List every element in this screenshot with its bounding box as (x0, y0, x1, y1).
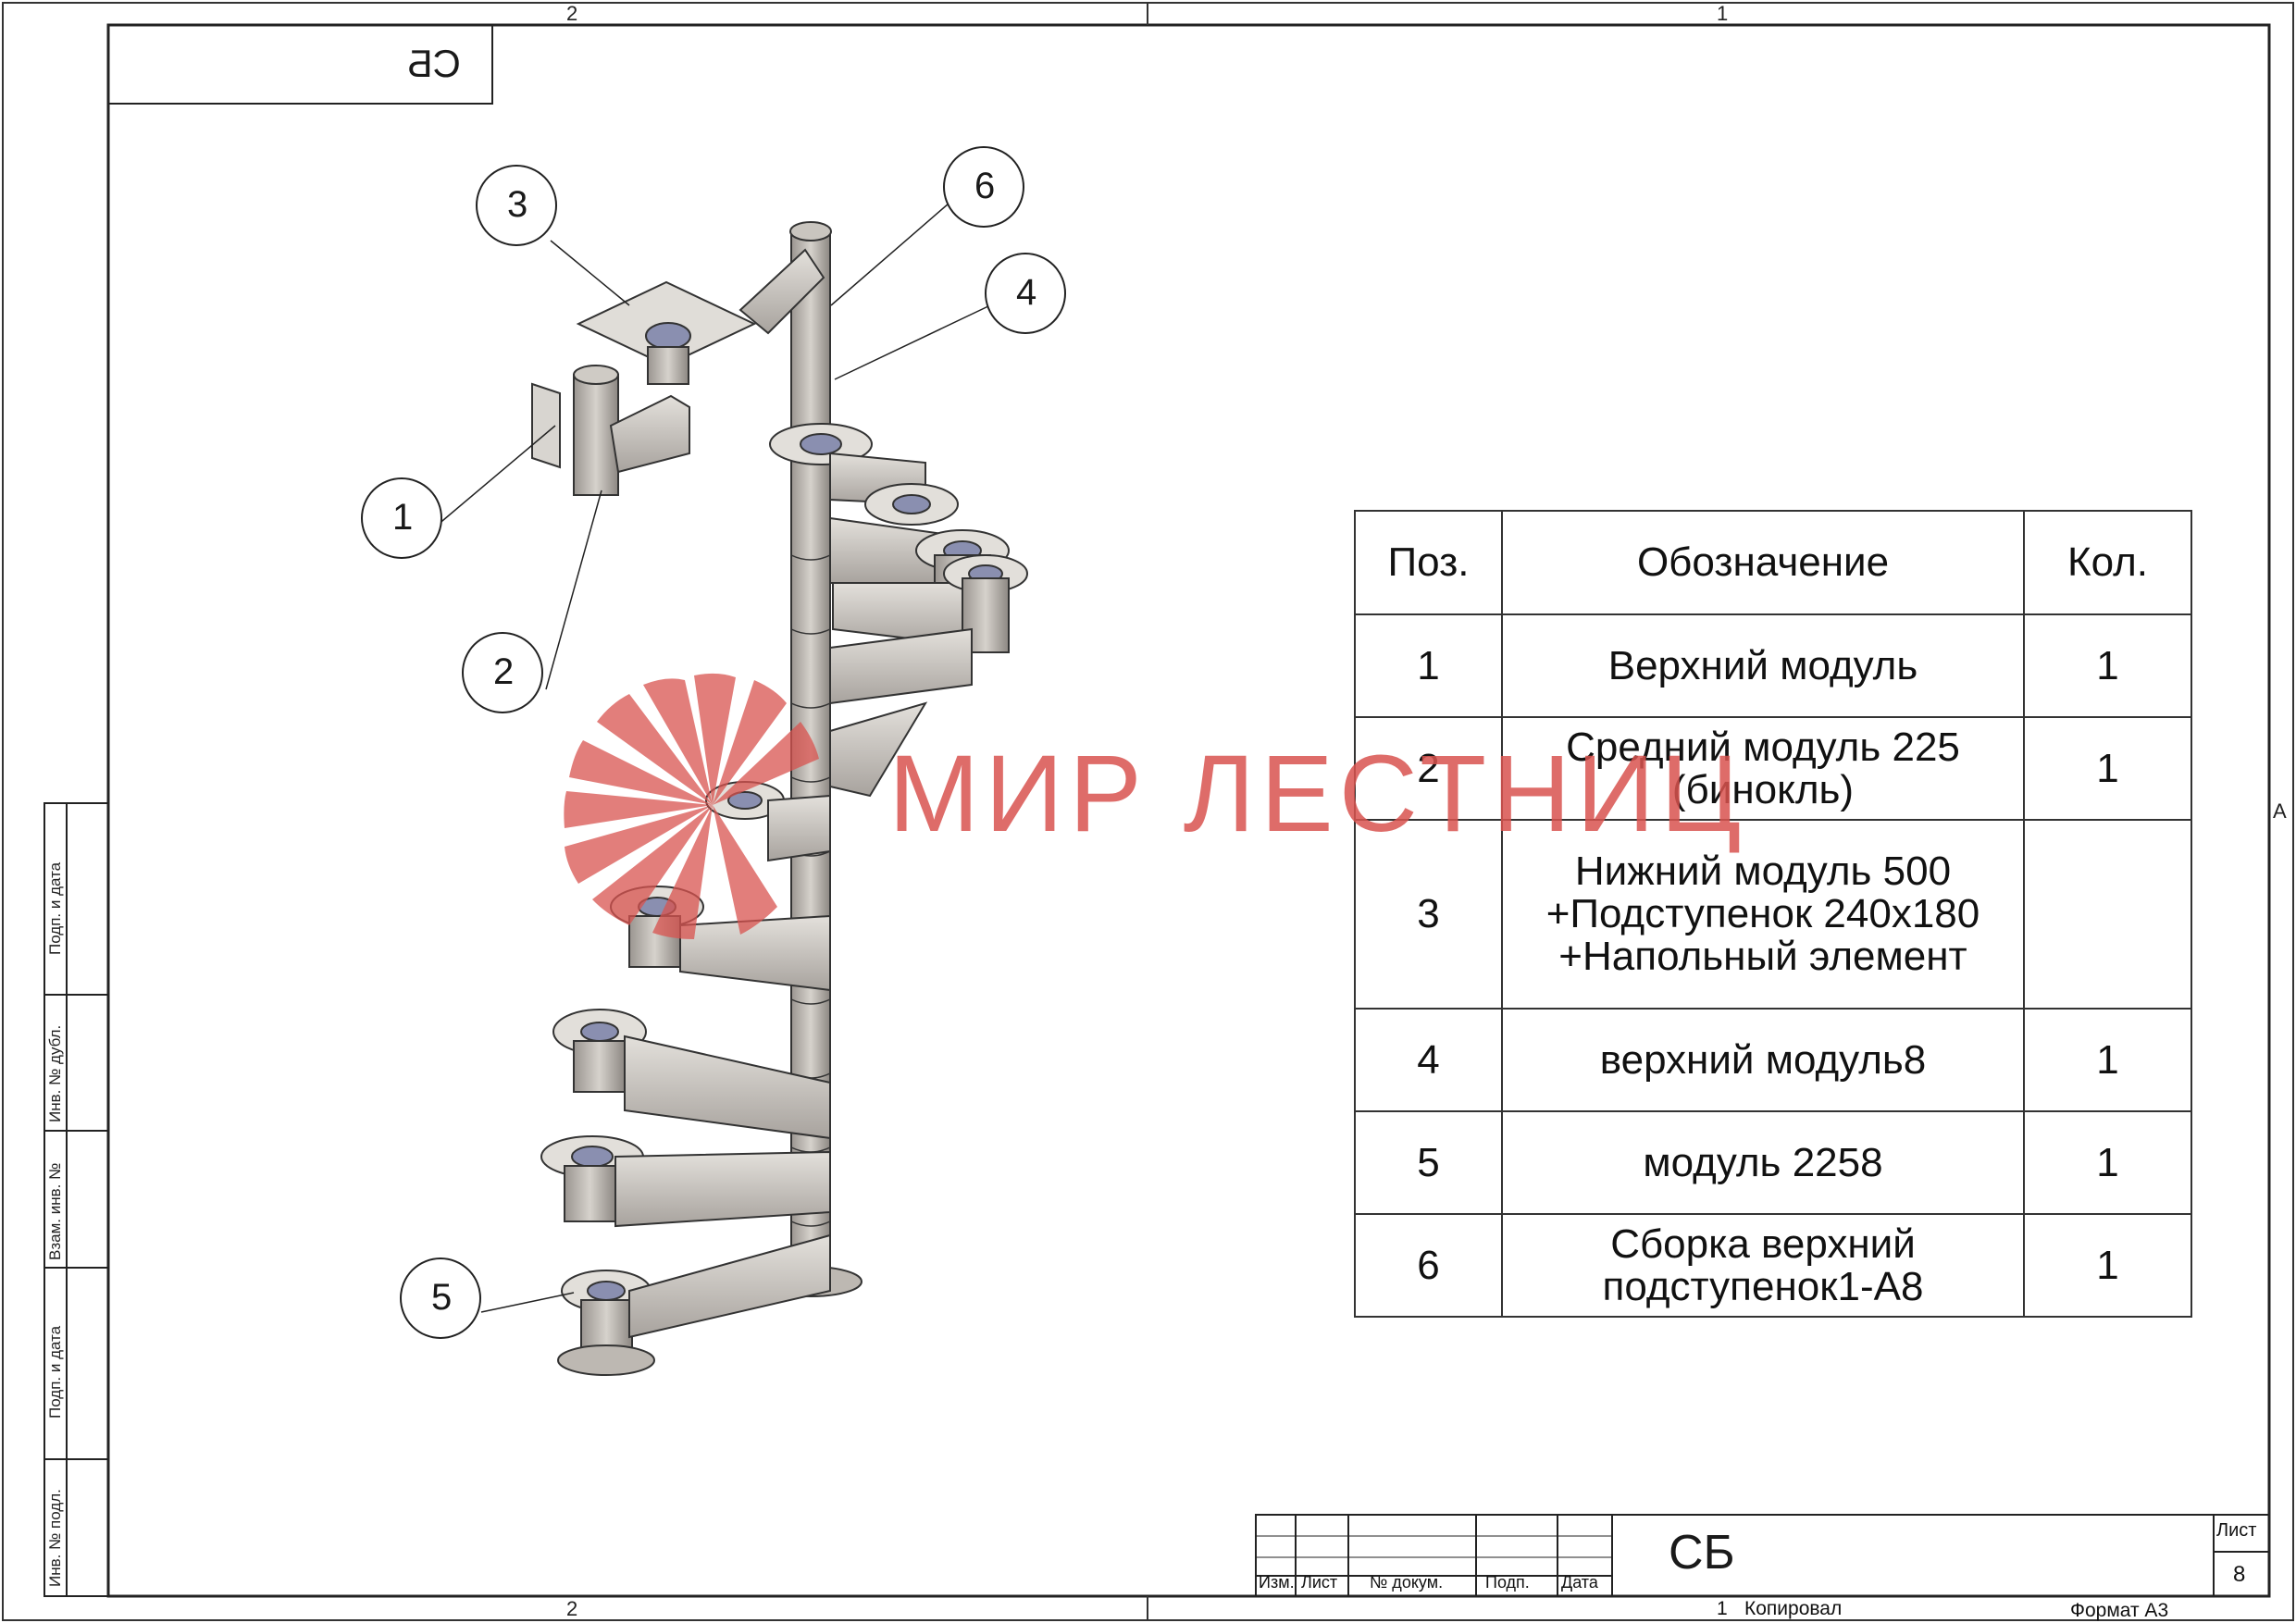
specification-table: Поз. Обозначение Кол. 1 Верхний модуль 1… (1354, 510, 2192, 1318)
right-zone-a: A (2273, 799, 2287, 823)
callout-5: 5 (431, 1277, 453, 1318)
table-row: 5 модуль 2258 1 (1354, 1110, 2192, 1215)
row-qty: 1 (2023, 1110, 2192, 1215)
row-name: Нижний модуль 500 +Подступенок 240х180 +… (1501, 819, 2025, 1010)
header-pos: Поз. (1354, 510, 1503, 615)
row-name-line: Нижний модуль 500 (1574, 849, 1952, 894)
tb-sheet-number: 8 (2233, 1562, 2246, 1587)
callout-2: 2 (493, 651, 515, 692)
row-name: верхний модуль8 (1501, 1008, 2025, 1112)
tb-col-date: Дата (1561, 1573, 1598, 1592)
callout-4: 4 (1016, 272, 1037, 313)
row-qty: 1 (2023, 613, 2192, 718)
table-row: 6 Сборка верхний подступенок1-А8 1 (1354, 1213, 2192, 1318)
watermark-sunburst-logo (564, 673, 819, 939)
row-name-line: подступенок1-А8 (1602, 1263, 1924, 1309)
row-name-line: верхний модуль8 (1599, 1036, 1927, 1083)
row-name-line: +Подступенок 240х180 (1545, 891, 1980, 936)
row-name-line: (бинокль) (1671, 766, 1855, 812)
top-zone-2: 2 (566, 2, 578, 25)
table-row: 4 верхний модуль8 1 (1354, 1008, 2192, 1112)
row-pos: 5 (1354, 1110, 1503, 1215)
tb-format-label: Формат А3 (2070, 1600, 2169, 1621)
row-name: Средний модуль 225 (бинокль) (1501, 716, 2025, 821)
header-designation: Обозначение (1501, 510, 2025, 615)
row-name: модуль 2258 (1501, 1110, 2025, 1215)
spiral-staircase-drawing (531, 221, 1028, 1376)
watermark-text: МИР ЛЕСТНИЦ (888, 733, 1747, 855)
table-row: 1 Верхний модуль 1 (1354, 613, 2192, 718)
bottom-zone-2: 2 (566, 1597, 578, 1620)
header-qty: Кол. (2023, 510, 2192, 615)
tb-copied-label: Копировал (1744, 1598, 1843, 1619)
row-qty: 1 (2023, 1213, 2192, 1318)
spec-header-row: Поз. Обозначение Кол. (1354, 510, 2192, 615)
row-pos: 3 (1354, 819, 1503, 1010)
tb-col-izm: Изм. (1259, 1573, 1295, 1592)
tb-copied-num: 1 (1717, 1598, 1728, 1619)
callout-3: 3 (507, 184, 528, 225)
tb-sheet-label: Лист (2216, 1520, 2257, 1541)
top-zone-1: 1 (1717, 2, 1729, 25)
row-qty: 1 (2023, 1008, 2192, 1112)
tb-designation: СБ (1669, 1526, 1735, 1580)
row-name: Сборка верхний подступенок1-А8 (1501, 1213, 2025, 1318)
callout-6: 6 (974, 166, 996, 206)
row-qty: 1 (2023, 716, 2192, 821)
row-name-line: +Напольный элемент (1558, 934, 1967, 979)
tb-col-doc: № докум. (1370, 1573, 1444, 1592)
row-pos: 2 (1354, 716, 1503, 821)
table-row: 3 Нижний модуль 500 +Подступенок 240х180… (1354, 819, 2192, 1010)
table-row: 2 Средний модуль 225 (бинокль) 1 (1354, 716, 2192, 821)
callout-1: 1 (392, 497, 414, 538)
row-name-line: модуль 2258 (1643, 1139, 1883, 1185)
row-name-line: Верхний модуль (1607, 642, 1918, 688)
row-pos: 4 (1354, 1008, 1503, 1112)
row-pos: 6 (1354, 1213, 1503, 1318)
row-name: Верхний модуль (1501, 613, 2025, 718)
tb-col-list: Лист (1301, 1573, 1338, 1592)
row-pos: 1 (1354, 613, 1503, 718)
row-name-line: Сборка верхний (1610, 1220, 1916, 1267)
tb-col-sign: Подп. (1485, 1573, 1530, 1592)
row-name-line: Средний модуль 225 (1566, 724, 1960, 770)
row-qty (2023, 819, 2192, 1010)
